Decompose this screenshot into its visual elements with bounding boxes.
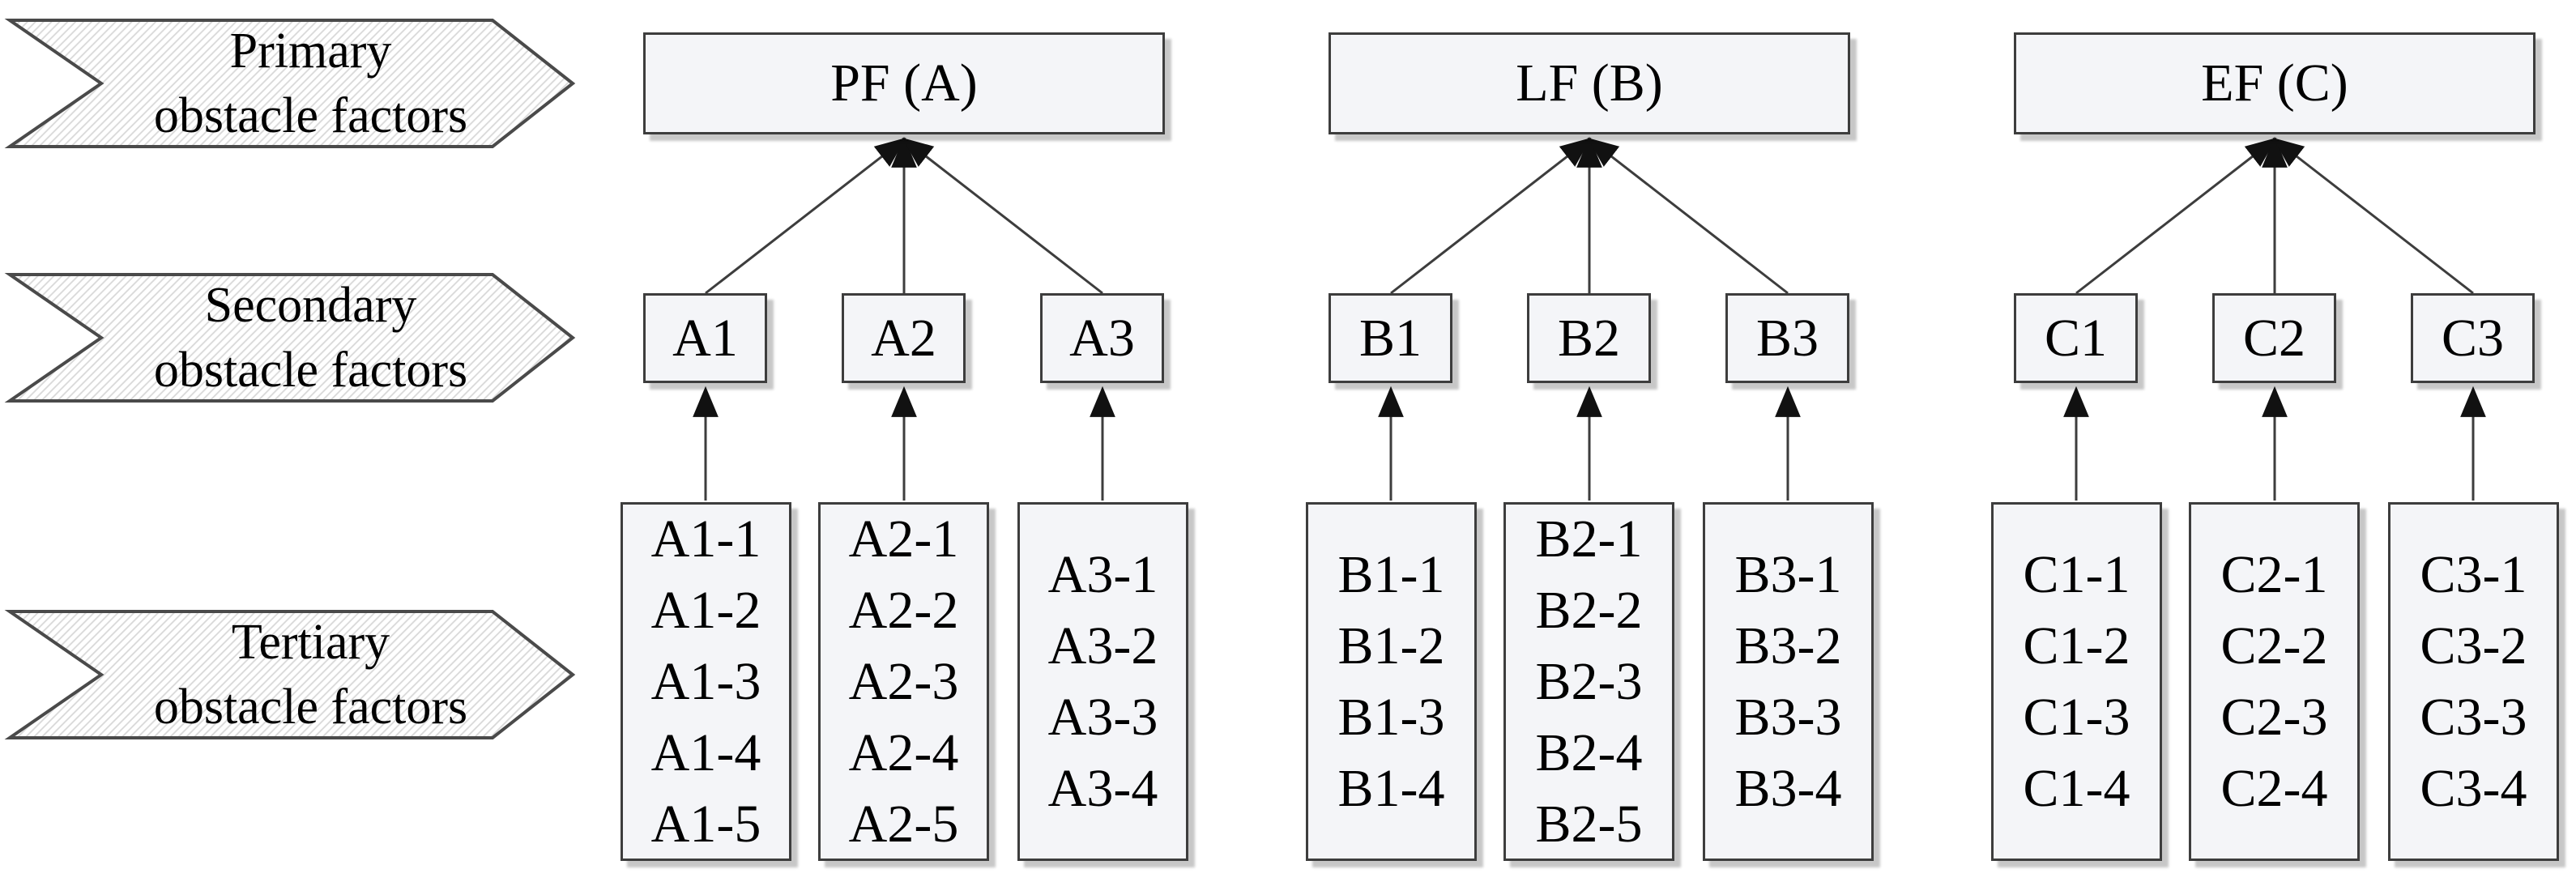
tertiary-item: B2-5 [1535,794,1643,854]
secondary-box-c2: C2 [2212,293,2336,383]
tertiary-item: C2-4 [2220,758,2328,818]
tertiary-item: A3-1 [1047,544,1158,604]
tertiary-item: B1-1 [1337,544,1445,604]
tertiary-item: A2-2 [848,580,959,640]
connector-c1-ef [2075,138,2277,295]
tertiary-box-c1: C1-1 C1-2 C1-3 C1-4 [1991,502,2162,861]
tertiary-item: C2-1 [2220,544,2328,604]
tertiary-item: A2-4 [848,722,959,782]
tertiary-item: C1-4 [2023,758,2130,818]
tertiary-item: A3-2 [1047,616,1158,675]
banner-shape-secondary [4,273,576,403]
tertiary-item: C3-1 [2420,544,2527,604]
tertiary-item: A2-1 [848,509,959,569]
secondary-box-b2: B2 [1527,293,1651,383]
connector-a1-pf [705,138,906,295]
tertiary-item: B3-3 [1734,687,1842,747]
tertiary-item: C1-3 [2023,687,2130,747]
tertiary-item: A3-4 [1047,758,1158,818]
banner-line: obstacle factors [153,88,468,143]
primary-box-pf-a: PF (A) [643,32,1165,134]
connector-b1-lf [1390,138,1592,295]
secondary-box-a2: A2 [842,293,966,383]
connector-b3-lf [1587,138,1789,295]
secondary-box-b3: B3 [1725,293,1849,383]
tertiary-item: C3-3 [2420,687,2527,747]
banner-line: Primary [229,23,392,79]
tertiary-box-b2: B2-1 B2-2 B2-3 B2-4 B2-5 [1503,502,1674,861]
banner-line: obstacle factors [153,343,468,398]
tertiary-item: A3-3 [1047,687,1158,747]
tertiary-box-a2: A2-1 A2-2 A2-3 A2-4 A2-5 [818,502,989,861]
connector-a3-pf [902,138,1103,295]
primary-box-ef-c: EF (C) [2014,32,2535,134]
connector-lines [693,136,2486,501]
tertiary-box-a3: A3-1 A3-2 A3-3 A3-4 [1017,502,1188,861]
tertiary-item: B2-1 [1535,509,1643,569]
tertiary-item: A1-1 [650,509,761,569]
banner-shape-primary [4,19,576,148]
tertiary-item: C2-2 [2220,616,2328,675]
secondary-box-a3: A3 [1040,293,1164,383]
tertiary-item: C3-2 [2420,616,2527,675]
tertiary-item: A1-5 [650,794,761,854]
tertiary-box-c3: C3-1 C3-2 C3-3 C3-4 [2388,502,2559,861]
banner-line: obstacle factors [153,680,468,735]
tertiary-item: A1-3 [650,651,761,711]
tertiary-item: B1-4 [1337,758,1445,818]
tertiary-item: C1-2 [2023,616,2130,675]
tertiary-item: A2-5 [848,794,959,854]
banner-line: Tertiary [231,615,390,670]
tertiary-item: B2-2 [1535,580,1643,640]
tertiary-item: A1-4 [650,722,761,782]
tertiary-box-c2: C2-1 C2-2 C2-3 C2-4 [2189,502,2360,861]
secondary-box-c3: C3 [2411,293,2535,383]
tertiary-item: C3-4 [2420,758,2527,818]
secondary-box-a1: A1 [643,293,767,383]
tertiary-box-a1: A1-1 A1-2 A1-3 A1-4 A1-5 [621,502,791,861]
banner-secondary-obstacle-factors: Secondary obstacle factors [10,275,573,401]
tertiary-item: B3-2 [1734,616,1842,675]
tertiary-item: C1-1 [2023,544,2130,604]
connector-c3-ef [2272,138,2474,295]
banner-primary-obstacle-factors: Primary obstacle factors [10,20,573,147]
primary-box-lf-b: LF (B) [1329,32,1850,134]
tertiary-item: B1-3 [1337,687,1445,747]
tertiary-item: B1-2 [1337,616,1445,675]
tertiary-item: A2-3 [848,651,959,711]
tertiary-box-b3: B3-1 B3-2 B3-3 B3-4 [1703,502,1874,861]
tertiary-item: B2-4 [1535,722,1643,782]
banner-line: Secondary [204,278,417,333]
tertiary-box-b1: B1-1 B1-2 B1-3 B1-4 [1306,502,1477,861]
secondary-box-b1: B1 [1329,293,1452,383]
tertiary-item: C2-3 [2220,687,2328,747]
banner-tertiary-obstacle-factors: Tertiary obstacle factors [10,611,573,738]
secondary-box-c1: C1 [2014,293,2138,383]
tertiary-item: A1-2 [650,580,761,640]
banner-shape-tertiary [4,610,576,739]
tertiary-item: B3-1 [1734,544,1842,604]
tertiary-item: B2-3 [1535,651,1643,711]
tertiary-item: B3-4 [1734,758,1842,818]
